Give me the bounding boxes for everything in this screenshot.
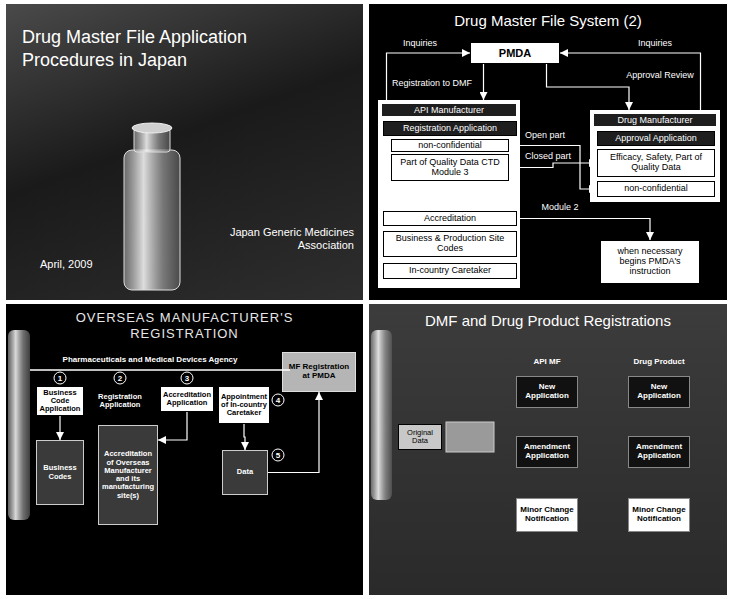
edge-label: Registration to DMF: [390, 79, 474, 89]
process-box: Business Code Application: [36, 386, 84, 416]
callout-number: 1: [54, 372, 67, 385]
box-text: Business Code Application: [40, 389, 81, 414]
process-box: non-confidential: [391, 139, 509, 152]
callout-number: 3: [181, 372, 194, 385]
column-heading: Drug Product: [633, 358, 684, 367]
box-text: New Application: [632, 383, 686, 401]
title-slide: Drug Master File Application Procedures …: [6, 4, 363, 300]
edge-label: Open part: [523, 131, 567, 141]
process-box: Business Codes: [36, 440, 84, 505]
heading-text: Drug Master File System (2): [369, 12, 727, 29]
note-box: when necessary begins PMDA's instruction: [600, 240, 700, 284]
box-text: Registration Application: [403, 124, 497, 134]
step-text: Registration Application: [94, 386, 146, 416]
heading-text: Japan Generic Medicines Association: [196, 226, 354, 251]
box-text: non-confidential: [624, 184, 688, 194]
process-box: Original Data: [398, 424, 442, 450]
box-text: Efficacy, Safety, Part of Quality Data: [601, 153, 711, 173]
slide: DMF and Drug Product RegistrationsOrigin…: [369, 304, 727, 595]
process-box: Appointment of In-country Caretaker: [218, 386, 270, 424]
box-text: Accreditation Application: [163, 391, 211, 408]
agency-label: Pharmaceuticals and Medical Devices Agen…: [63, 356, 238, 365]
process-box: MF Registration at PMDA: [282, 352, 356, 392]
box-text: Minor Change Notification: [632, 506, 686, 524]
edge-label: Approval Review: [624, 71, 696, 81]
box-text: Amendment Application: [520, 443, 574, 461]
box-text: Part of Quality Data CTD Module 3: [395, 158, 505, 178]
box-text: Original Data: [402, 429, 438, 446]
callout-number: 2: [114, 372, 127, 385]
process-box: Accreditation Application: [160, 386, 214, 412]
panel-box: Drug ManufacturerApproval ApplicationEff…: [590, 110, 720, 202]
box-text: PMDA: [499, 47, 531, 59]
process-box: In-country Caretaker: [383, 263, 517, 279]
process-box: Registration Application: [383, 121, 517, 136]
edge-label: Inquiries: [636, 39, 674, 49]
callout-number: 5: [272, 449, 285, 462]
heading-text: OVERSEAS MANUFACTURER'S REGISTRATION: [66, 310, 303, 341]
process-box: Data: [222, 450, 268, 495]
heading-text: DMF and Drug Product Registrations: [369, 312, 727, 329]
process-box: Business & Production Site Codes: [383, 231, 517, 257]
process-box: non-confidential: [597, 181, 715, 197]
process-box: Minor Change Notification: [628, 498, 690, 532]
callout-number: 4: [272, 394, 285, 407]
process-box: Part of Quality Data CTD Module 3: [391, 154, 509, 181]
heading-text: April, 2009: [40, 258, 160, 271]
panel-box: API ManufacturerRegistration Application…: [378, 100, 520, 288]
edge-label: Module 2: [539, 203, 580, 213]
box-text: New Application: [520, 383, 574, 401]
process-box: Efficacy, Safety, Part of Quality Data: [597, 149, 715, 177]
box-text: Registration Application: [97, 393, 143, 410]
heading-text: Drug Manufacturer: [594, 114, 716, 126]
process-box: Minor Change Notification: [516, 498, 578, 532]
slide: OVERSEAS MANUFACTURER'S REGISTRATION Busi…: [6, 304, 363, 595]
box-text: when necessary begins PMDA's instruction: [604, 247, 696, 277]
process-box: Amendment Application: [516, 436, 578, 468]
edge-label: Closed part: [523, 152, 573, 162]
box-text: non-confidential: [418, 141, 482, 151]
box-text: Minor Change Notification: [520, 506, 574, 524]
process-box: New Application: [516, 376, 578, 408]
column-heading: API MF: [533, 358, 560, 367]
box-text: Data: [237, 468, 253, 476]
box-text: Approval Application: [615, 134, 697, 144]
process-box: Accreditation: [383, 211, 517, 226]
box-text: Amendment Application: [632, 443, 686, 461]
process-box: Approval Application: [597, 131, 715, 146]
edge-label: Inquiries: [401, 39, 439, 49]
process-box: Accreditation of Overseas Manufacturer a…: [98, 425, 158, 525]
box-text: Business & Production Site Codes: [387, 234, 513, 254]
agency-box: PMDA: [470, 42, 560, 64]
box-text: Accreditation of Overseas Manufacturer a…: [102, 450, 154, 500]
box-text: MF Registration at PMDA: [286, 363, 352, 381]
box-text: In-country Caretaker: [409, 266, 491, 276]
box-text: Appointment of In-country Caretaker: [221, 393, 267, 418]
heading-text: API Manufacturer: [382, 104, 516, 116]
process-box: Amendment Application: [628, 436, 690, 468]
box-text: Business Codes: [40, 464, 80, 481]
box-text: Accreditation: [424, 214, 476, 224]
heading-text: Drug Master File Application Procedures …: [22, 26, 322, 73]
process-box: New Application: [628, 376, 690, 408]
